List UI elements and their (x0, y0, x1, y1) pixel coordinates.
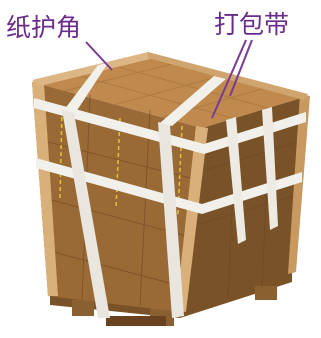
strap-side-1 (226, 117, 246, 244)
packing-strap-pointer-2 (229, 39, 253, 97)
pallet-block (255, 286, 277, 300)
corner-protector-top-edge (32, 52, 154, 86)
pallet-block (72, 300, 94, 316)
corner-protectors (32, 52, 310, 312)
strap-top-2 (160, 76, 226, 126)
corner-protector-front-right (176, 126, 208, 312)
strap-vertical-1 (62, 110, 110, 318)
corner-protector-pointer (85, 41, 113, 71)
corner-protector-back-right (288, 94, 310, 274)
strap-horizontal-1 (34, 98, 306, 154)
strap-vertical-2 (158, 122, 184, 318)
corner-protector-front-left (32, 82, 58, 296)
pointer-lines (85, 39, 253, 119)
corner-protector-label: 纸护角 (6, 13, 82, 42)
corner-protector-top-edge-right (148, 52, 308, 100)
strap-side-2 (262, 107, 278, 230)
pallet-block (106, 316, 166, 326)
packing-strap-pointer-1 (211, 39, 247, 119)
strap-top-1 (64, 63, 108, 112)
packing-strap-label: 打包带 (214, 10, 290, 39)
pallet-base (50, 268, 292, 326)
packing-straps (34, 63, 306, 318)
